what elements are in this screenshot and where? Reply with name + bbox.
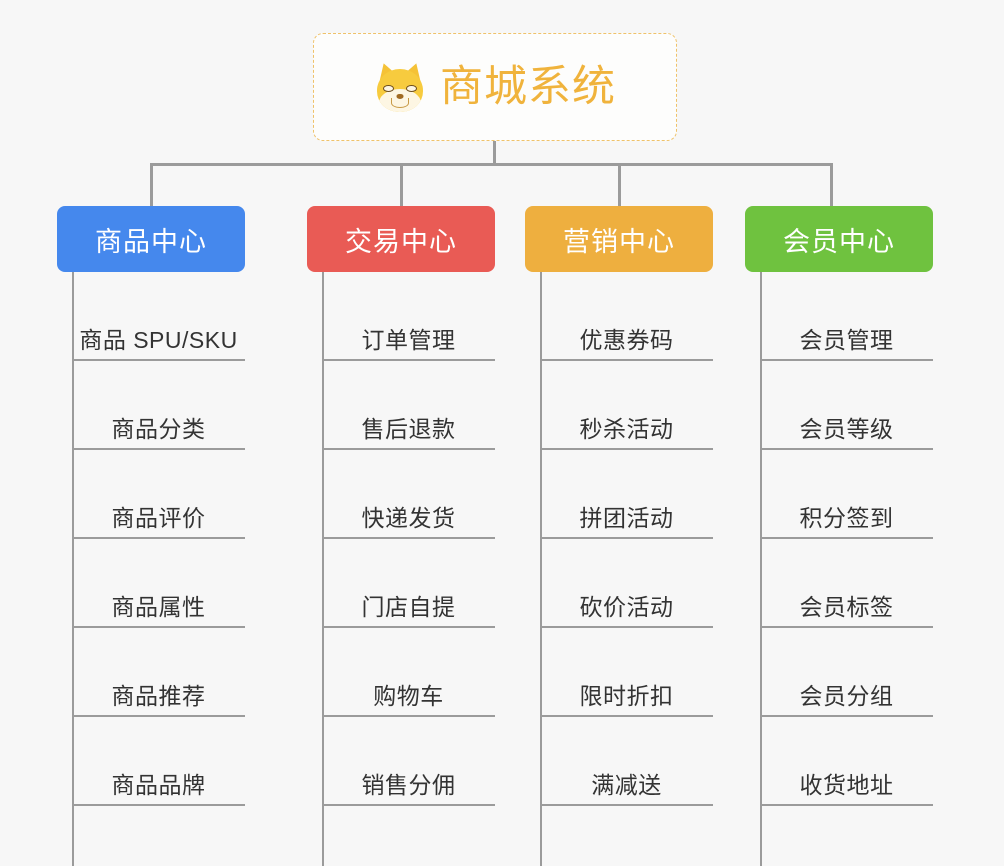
column-product-center: 商品中心 商品 SPU/SKU 商品分类 商品评价 商品属性 商品推荐 商品品牌 [57, 206, 245, 866]
root-node[interactable]: 商城系统 [313, 33, 677, 141]
list-item[interactable]: 砍价活动 [540, 539, 713, 628]
list-item[interactable]: 购物车 [322, 628, 495, 717]
connector-drop-marketing-center [618, 163, 621, 206]
leaf-label: 商品品牌 [111, 772, 206, 798]
list-item[interactable]: 拼团活动 [540, 450, 713, 539]
list-item[interactable]: 会员标签 [760, 539, 933, 628]
leaf-label: 门店自提 [361, 594, 456, 620]
leaf-label: 优惠券码 [579, 327, 674, 353]
leaf-label: 会员标签 [799, 594, 894, 620]
leaf-label: 快递发货 [361, 505, 456, 531]
leaf-label: 拼团活动 [579, 505, 674, 531]
list-item[interactable]: 商品属性 [72, 539, 245, 628]
leaf-label: 商品推荐 [111, 683, 206, 709]
list-item[interactable]: 会员管理 [760, 272, 933, 361]
leaf-label: 售后退款 [361, 416, 456, 442]
leaf-list-trade-center: 订单管理 售后退款 快递发货 门店自提 购物车 销售分佣 [322, 272, 495, 806]
list-item[interactable]: 会员等级 [760, 361, 933, 450]
leaf-label: 商品 SPU/SKU [79, 327, 238, 353]
leaf-label: 会员等级 [799, 416, 894, 442]
list-item[interactable]: 秒杀活动 [540, 361, 713, 450]
leaf-label: 限时折扣 [579, 683, 674, 709]
leaf-list-marketing-center: 优惠券码 秒杀活动 拼团活动 砍价活动 限时折扣 满减送 [540, 272, 713, 806]
category-header-trade-center[interactable]: 交易中心 [307, 206, 495, 272]
column-trade-center: 交易中心 订单管理 售后退款 快递发货 门店自提 购物车 销售分佣 [307, 206, 495, 866]
list-item[interactable]: 商品 SPU/SKU [72, 272, 245, 361]
leaf-label: 商品分类 [111, 416, 206, 442]
connector-root-stem [493, 141, 496, 164]
leaf-label: 秒杀活动 [579, 416, 674, 442]
column-marketing-center: 营销中心 优惠券码 秒杀活动 拼团活动 砍价活动 限时折扣 满减送 [525, 206, 713, 866]
category-title: 会员中心 [783, 226, 895, 257]
category-header-marketing-center[interactable]: 营销中心 [525, 206, 713, 272]
leaf-label: 会员分组 [799, 683, 894, 709]
list-item[interactable]: 限时折扣 [540, 628, 713, 717]
leaf-label: 会员管理 [799, 327, 894, 353]
list-item[interactable]: 商品分类 [72, 361, 245, 450]
list-item[interactable]: 订单管理 [322, 272, 495, 361]
leaf-label: 积分签到 [799, 505, 894, 531]
list-item[interactable]: 销售分佣 [322, 717, 495, 806]
category-title: 营销中心 [563, 226, 675, 257]
list-item[interactable]: 收货地址 [760, 717, 933, 806]
list-item[interactable]: 商品评价 [72, 450, 245, 539]
leaf-list-product-center: 商品 SPU/SKU 商品分类 商品评价 商品属性 商品推荐 商品品牌 [72, 272, 245, 806]
leaf-label: 商品评价 [111, 505, 206, 531]
mindmap-diagram: 商城系统 商品中心 商品 SPU/SKU 商品分类 商品评价 商品属性 商品推荐… [57, 33, 933, 866]
shiba-dog-emoji-icon [374, 60, 426, 114]
leaf-spine [540, 272, 542, 866]
connector-drop-trade-center [400, 163, 403, 206]
column-member-center: 会员中心 会员管理 会员等级 积分签到 会员标签 会员分组 收货地址 [745, 206, 933, 866]
list-item[interactable]: 门店自提 [322, 539, 495, 628]
connector-drop-product-center [150, 163, 153, 206]
list-item[interactable]: 售后退款 [322, 361, 495, 450]
leaf-label: 销售分佣 [361, 772, 456, 798]
leaf-spine [72, 272, 74, 866]
category-title: 商品中心 [95, 226, 207, 257]
category-header-member-center[interactable]: 会员中心 [745, 206, 933, 272]
root-title: 商城系统 [440, 62, 616, 111]
list-item[interactable]: 会员分组 [760, 628, 933, 717]
list-item[interactable]: 商品推荐 [72, 628, 245, 717]
category-header-product-center[interactable]: 商品中心 [57, 206, 245, 272]
leaf-label: 满减送 [591, 772, 662, 798]
list-item[interactable]: 快递发货 [322, 450, 495, 539]
leaf-label: 购物车 [373, 683, 444, 709]
leaf-spine [322, 272, 324, 866]
leaf-label: 砍价活动 [579, 594, 674, 620]
category-title: 交易中心 [345, 226, 457, 257]
list-item[interactable]: 满减送 [540, 717, 713, 806]
leaf-list-member-center: 会员管理 会员等级 积分签到 会员标签 会员分组 收货地址 [760, 272, 933, 806]
connector-drop-member-center [830, 163, 833, 206]
connector-horizontal-bar [150, 163, 833, 166]
list-item[interactable]: 商品品牌 [72, 717, 245, 806]
list-item[interactable]: 优惠券码 [540, 272, 713, 361]
leaf-label: 订单管理 [361, 327, 456, 353]
leaf-label: 商品属性 [111, 594, 206, 620]
leaf-label: 收货地址 [799, 772, 894, 798]
leaf-spine [760, 272, 762, 866]
list-item[interactable]: 积分签到 [760, 450, 933, 539]
